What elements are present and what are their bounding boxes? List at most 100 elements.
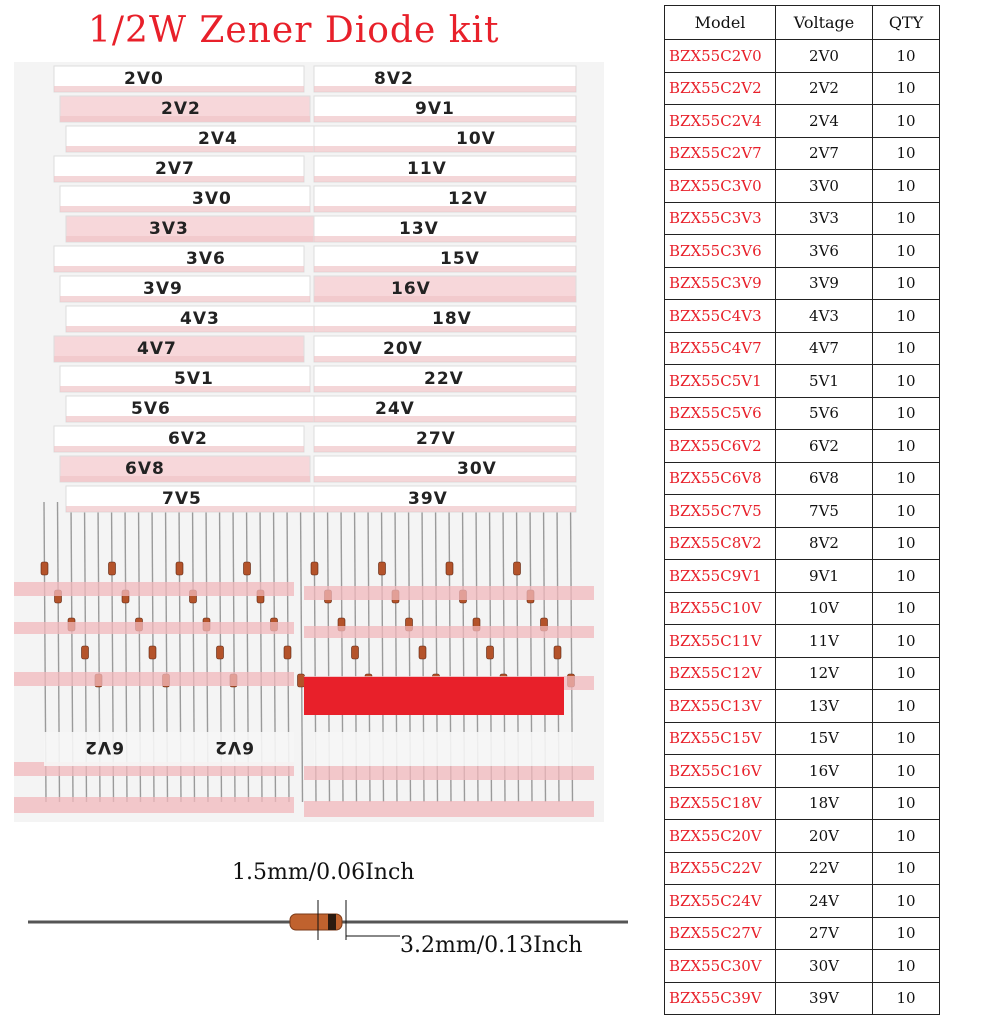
strip-label: 2V0: [124, 69, 164, 89]
strip-label: 18V: [432, 309, 472, 329]
strip-right: 22V: [313, 365, 577, 393]
strip-label: 39V: [408, 489, 448, 509]
cell-qty: 10: [872, 461, 940, 495]
cell-model: BZX55C30V: [664, 949, 776, 983]
cell-qty: 10: [872, 754, 940, 788]
cell-qty: 10: [872, 949, 940, 983]
cell-model: BZX55C7V5: [664, 494, 776, 528]
strip-label: 6V2: [168, 429, 208, 449]
strip-label: 30V: [457, 459, 497, 479]
cell-voltage: 9V1: [775, 559, 873, 593]
cell-model: BZX55C11V: [664, 624, 776, 658]
strip-right: 9V1: [313, 95, 577, 123]
tape-band: [304, 766, 594, 780]
cell-model: BZX55C3V3: [664, 201, 776, 235]
cell-voltage: 24V: [775, 884, 873, 918]
cell-qty: 10: [872, 981, 940, 1015]
cell-qty: 10: [872, 591, 940, 625]
strip-left: 2V7: [53, 155, 305, 183]
strip-label: 24V: [375, 399, 415, 419]
strip-left: 3V3: [65, 215, 317, 243]
cell-model: BZX55C3V0: [664, 169, 776, 203]
cell-model: BZX55C4V3: [664, 299, 776, 333]
bottom-strip-label: 6V2: [84, 737, 124, 757]
cell-model: BZX55C6V8: [664, 461, 776, 495]
tape-band: [14, 672, 294, 686]
cell-model: BZX55C4V7: [664, 331, 776, 365]
cell-qty: 10: [872, 559, 940, 593]
strip-right: 16V: [313, 275, 577, 303]
strip-right: 18V: [313, 305, 577, 333]
strip-label: 7V5: [162, 489, 202, 509]
cell-voltage: 3V6: [775, 234, 873, 268]
cell-voltage: 5V1: [775, 364, 873, 398]
strip-label: 3V3: [149, 219, 189, 239]
length-dimension-label: 1.5mm/0.06Inch: [232, 860, 415, 885]
strip-left: 3V0: [59, 185, 311, 213]
bottom-strip-left: [44, 732, 294, 766]
red-tape: [304, 677, 564, 715]
cell-qty: 10: [872, 71, 940, 105]
bottom-strip-right: [314, 732, 574, 766]
table-header-row: Model Voltage QTY: [664, 5, 940, 40]
strip-right: 12V: [313, 185, 577, 213]
strip-left: 2V2: [59, 95, 311, 123]
cell-voltage: 6V2: [775, 429, 873, 463]
strip-left: 5V6: [65, 395, 317, 423]
cell-model: BZX55C10V: [664, 591, 776, 625]
tape-band: [304, 626, 594, 638]
cell-voltage: 22V: [775, 851, 873, 885]
cell-model: BZX55C8V2: [664, 526, 776, 560]
header-voltage: Voltage: [775, 5, 873, 40]
tape-band: [14, 582, 294, 596]
tape-band: [14, 797, 294, 813]
tape-band: [304, 586, 594, 600]
strip-left: 6V8: [59, 455, 311, 483]
cell-voltage: 30V: [775, 949, 873, 983]
cell-qty: 10: [872, 201, 940, 235]
cell-voltage: 13V: [775, 689, 873, 723]
strip-label: 10V: [456, 129, 496, 149]
cell-model: BZX55C3V6: [664, 234, 776, 268]
strip-left: 3V6: [53, 245, 305, 273]
cell-model: BZX55C27V: [664, 916, 776, 950]
strip-right: 8V2: [313, 65, 577, 93]
cell-voltage: 5V6: [775, 396, 873, 430]
cell-voltage: 6V8: [775, 461, 873, 495]
cell-qty: 10: [872, 169, 940, 203]
strip-right: 15V: [313, 245, 577, 273]
strip-left: 4V3: [65, 305, 317, 333]
cell-voltage: 2V4: [775, 104, 873, 138]
strip-label: 27V: [416, 429, 456, 449]
cell-voltage: 8V2: [775, 526, 873, 560]
cell-qty: 10: [872, 884, 940, 918]
cell-model: BZX55C13V: [664, 689, 776, 723]
page-title: 1/2W Zener Diode kit: [88, 10, 500, 51]
cell-model: BZX55C3V9: [664, 266, 776, 300]
strip-label: 15V: [440, 249, 480, 269]
cell-qty: 10: [872, 136, 940, 170]
cell-voltage: 27V: [775, 916, 873, 950]
